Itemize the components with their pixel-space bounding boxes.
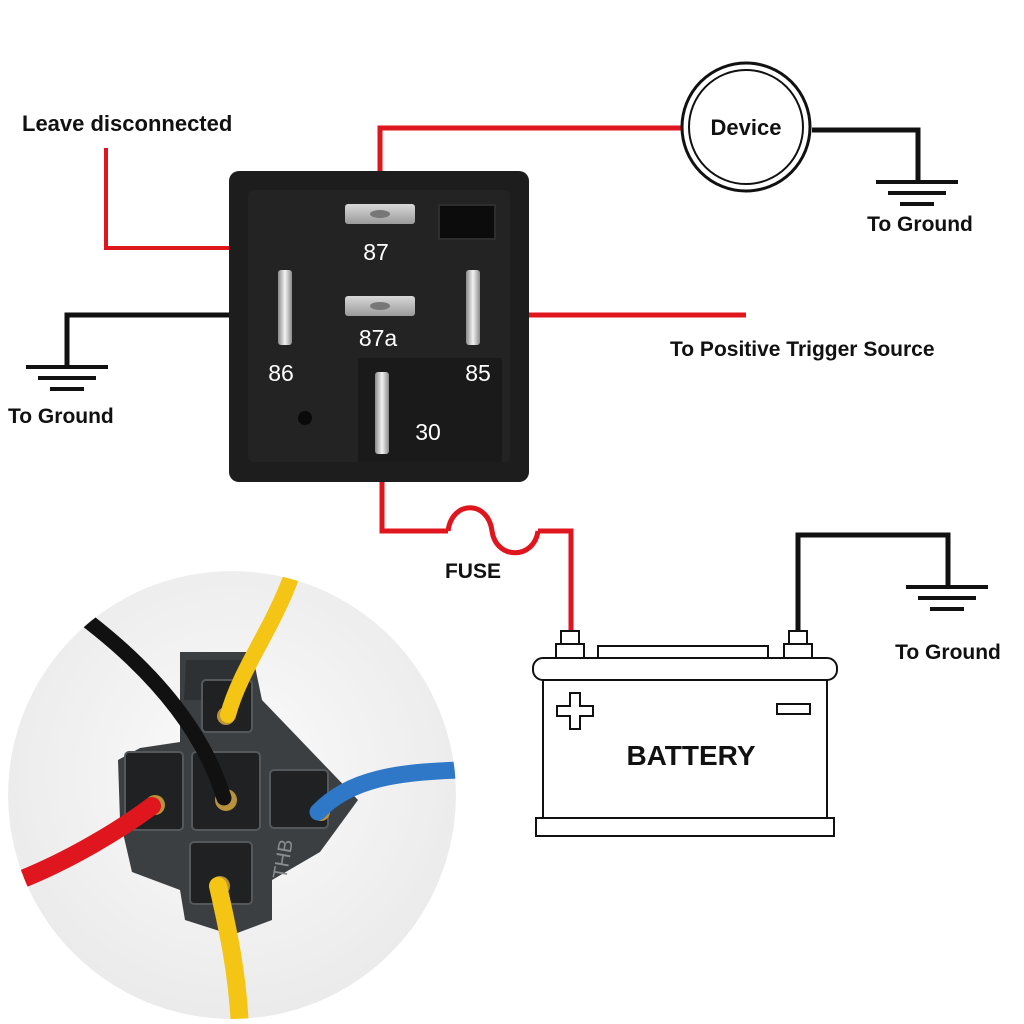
battery-label: BATTERY (626, 740, 755, 771)
leave-disconnected-label: Leave disconnected (22, 111, 232, 136)
pin-label-30: 30 (415, 419, 441, 445)
to-positive-trigger-label: To Positive Trigger Source (670, 338, 935, 361)
relay-socket-photo: THB (8, 571, 456, 1019)
wire-30-to-fuse (379, 480, 448, 534)
pin-label-85: 85 (465, 360, 491, 386)
wire-87-to-device (377, 125, 684, 185)
wire-86-to-ground (64, 312, 232, 367)
socket-wire-black (72, 607, 232, 806)
pin-label-86: 86 (268, 360, 294, 386)
relay-icon (229, 171, 529, 482)
pin-86-terminal (278, 270, 292, 345)
pin-30-terminal (375, 372, 389, 454)
to-ground-left-label: To Ground (8, 405, 114, 428)
ground-symbol-icon (26, 365, 108, 391)
device-label: Device (711, 115, 782, 140)
socket-wire-yellow-top (220, 571, 300, 723)
socket-wire-blue (309, 761, 456, 821)
device-symbol (680, 61, 812, 193)
fuse-symbol-icon (445, 505, 541, 556)
wire-fuse-to-battery (538, 528, 574, 632)
to-ground-device-label: To Ground (867, 213, 973, 236)
pin-label-87: 87 (363, 239, 389, 265)
pin-label-87a: 87a (359, 325, 398, 351)
wire-battery-to-ground (795, 532, 951, 632)
ground-symbol-icon (876, 180, 958, 206)
pin-85-terminal (466, 270, 480, 345)
to-ground-battery-label: To Ground (895, 641, 1001, 664)
socket-wire-red (11, 797, 161, 889)
socket-wire-yellow-bottom (209, 877, 249, 1019)
battery-icon (532, 630, 838, 837)
wire-device-to-ground (812, 127, 921, 180)
fuse-label: FUSE (445, 560, 501, 583)
ground-symbol-icon (906, 585, 988, 611)
